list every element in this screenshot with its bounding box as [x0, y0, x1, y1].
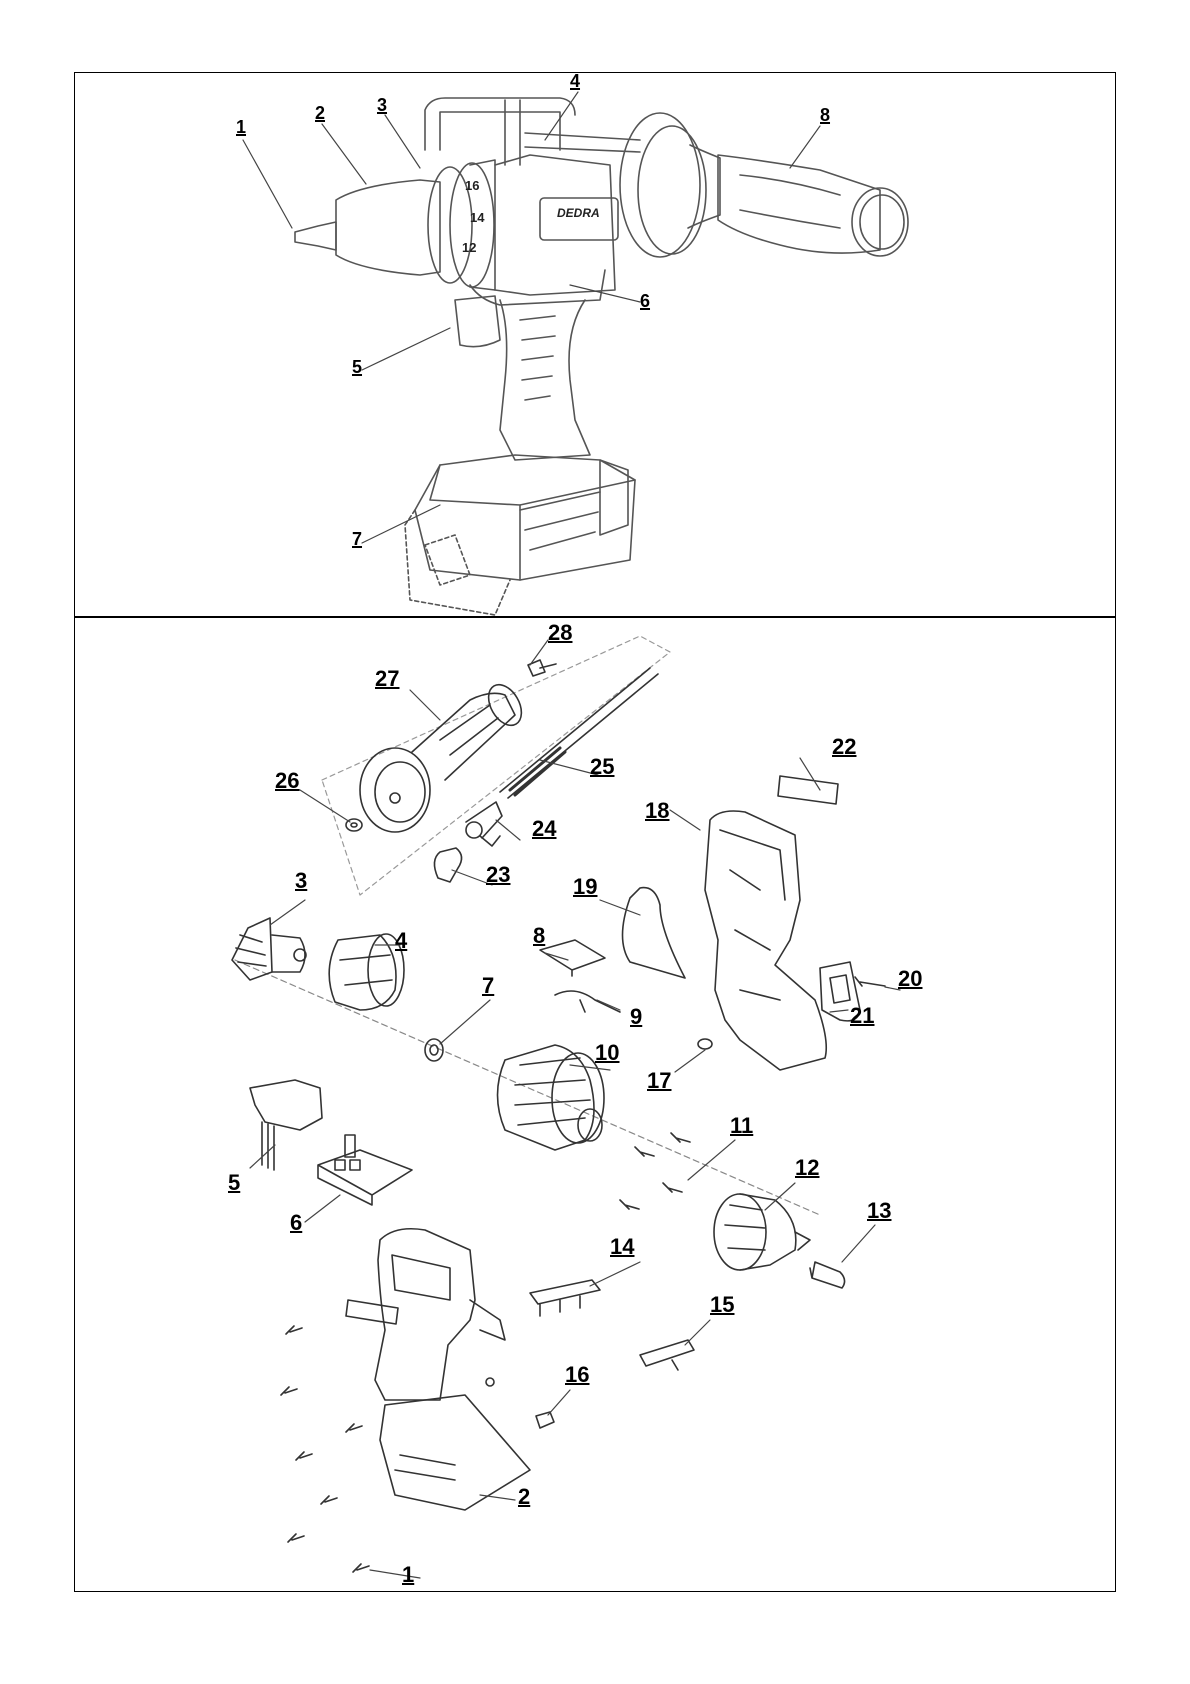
- overview-label-2: 2: [315, 104, 325, 122]
- part-label-2: 2: [518, 1486, 530, 1508]
- part-label-4: 4: [395, 930, 407, 952]
- part-label-24: 24: [532, 818, 556, 840]
- part-label-25: 25: [590, 756, 614, 778]
- overview-label-3: 3: [377, 96, 387, 114]
- overview-label-4: 4: [570, 72, 580, 90]
- assembly-axis: [235, 960, 820, 1215]
- overview-leaders: [243, 92, 820, 543]
- overview-label-6: 6: [640, 292, 650, 310]
- exploded-parts: [232, 660, 885, 1572]
- overview-label-7: 7: [352, 530, 362, 548]
- torque-dial-14: 14: [470, 210, 484, 225]
- part-label-17: 17: [647, 1070, 671, 1092]
- overview-label-1: 1: [236, 118, 246, 136]
- part-label-9: 9: [630, 1006, 642, 1028]
- overview-label-8: 8: [820, 106, 830, 124]
- part-label-12: 12: [795, 1157, 819, 1179]
- part-label-18: 18: [645, 800, 669, 822]
- part-label-7: 7: [482, 975, 494, 997]
- part-label-21: 21: [850, 1005, 874, 1027]
- part-label-13: 13: [867, 1200, 891, 1222]
- part-label-5: 5: [228, 1172, 240, 1194]
- brand-logo-text: DEDRA: [557, 206, 600, 220]
- part-label-19: 19: [573, 876, 597, 898]
- part-label-1: 1: [402, 1564, 414, 1586]
- part-label-8: 8: [533, 925, 545, 947]
- part-label-6: 6: [290, 1212, 302, 1234]
- part-label-27: 27: [375, 668, 399, 690]
- overview-label-5: 5: [352, 358, 362, 376]
- part-label-15: 15: [710, 1294, 734, 1316]
- part-label-11: 11: [730, 1115, 753, 1137]
- part-label-3: 3: [295, 870, 307, 892]
- torque-dial-16: 16: [465, 178, 479, 193]
- torque-dial-12: 12: [462, 240, 476, 255]
- part-label-26: 26: [275, 770, 299, 792]
- part-label-22: 22: [832, 736, 856, 758]
- part-label-16: 16: [565, 1364, 589, 1386]
- part-label-20: 20: [898, 968, 922, 990]
- assembled-drill-illustration: [295, 98, 908, 615]
- part-label-28: 28: [548, 622, 572, 644]
- part-label-10: 10: [595, 1042, 619, 1064]
- part-label-23: 23: [486, 864, 510, 886]
- exploded-leaders: [250, 640, 900, 1578]
- part-label-14: 14: [610, 1236, 634, 1258]
